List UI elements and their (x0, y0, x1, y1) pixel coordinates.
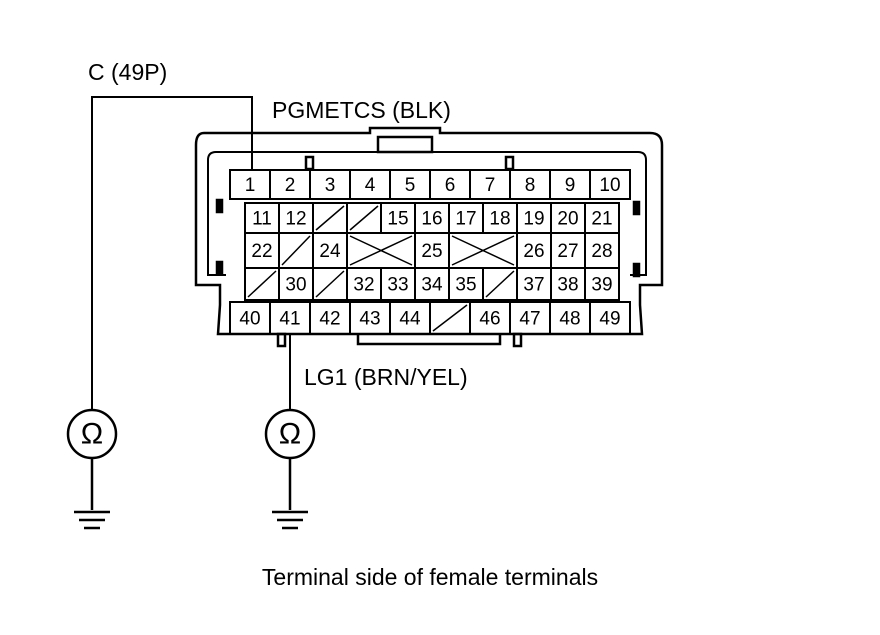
terminal-number: 21 (591, 209, 612, 230)
unused-cavity-slash (315, 205, 345, 231)
terminal-number: 22 (251, 241, 272, 262)
housing-side-tab-2 (215, 260, 224, 276)
ohmmeter-right: Ω (264, 408, 316, 460)
unused-cavity-cross (451, 235, 515, 266)
ohm-symbol-right: Ω (279, 418, 301, 451)
terminal-number: 9 (565, 175, 576, 196)
ohm-symbol-left: Ω (81, 418, 103, 451)
terminal-number: 25 (421, 241, 442, 262)
terminal-number: 26 (523, 241, 544, 262)
terminal-number: 7 (485, 175, 496, 196)
terminal-number: 24 (319, 241, 341, 262)
terminal-number: 38 (557, 275, 578, 296)
housing-inner (207, 151, 647, 276)
wire-c49p (91, 96, 253, 410)
unused-cavity-slash (315, 270, 345, 298)
terminal-number: 27 (557, 241, 578, 262)
terminal-cavity-39 (584, 267, 620, 301)
caption: Terminal side of female terminals (262, 564, 598, 590)
terminal-number: 11 (252, 209, 272, 230)
ground-left (74, 458, 110, 530)
terminal-number: 16 (421, 209, 442, 230)
terminal-number: 35 (455, 275, 476, 296)
wires (91, 96, 291, 410)
terminal-number: 3 (325, 175, 336, 196)
housing-side-tab-4 (632, 262, 641, 278)
ohmmeter-left: Ω (66, 408, 118, 460)
terminal-number: 20 (557, 209, 578, 230)
terminal-number: 46 (479, 309, 500, 330)
terminal-cavity-10 (589, 169, 631, 200)
connector-housing (194, 126, 664, 348)
unused-cavity-slash (432, 304, 468, 332)
terminal-number: 2 (285, 175, 296, 196)
housing-latch-top (376, 135, 434, 154)
terminal-number: 41 (279, 309, 300, 330)
terminal-number: 12 (285, 209, 306, 230)
terminal-number: 6 (445, 175, 456, 196)
housing-key-top-left (304, 155, 315, 171)
terminal-number: 43 (359, 309, 380, 330)
terminal-number: 47 (519, 309, 540, 330)
terminal-number: 40 (239, 309, 260, 330)
terminal-number: 4 (365, 175, 376, 196)
terminal-number: 39 (591, 275, 612, 296)
unused-cavity-slash (349, 205, 379, 231)
housing-key-top-right (504, 155, 515, 171)
housing-key-bottom-left (276, 332, 287, 348)
unused-cavity-slash (247, 270, 277, 298)
terminal-number: 33 (387, 275, 408, 296)
unused-cavity-slash (281, 235, 311, 266)
terminal-number: 48 (559, 309, 580, 330)
connector-pgm-label: PGMETCS (BLK) (272, 97, 451, 123)
terminal-cavity-49 (589, 301, 631, 335)
terminal-number: 10 (599, 175, 620, 196)
unused-cavity-cross (349, 235, 413, 266)
housing-side-tab-1 (215, 198, 224, 214)
terminal-number: 8 (525, 175, 536, 196)
housing-latch-bottom (356, 334, 502, 346)
terminal-number: 17 (455, 209, 476, 230)
housing-outer (194, 126, 664, 336)
terminal-number: 19 (523, 209, 544, 230)
terminal-number: 49 (599, 309, 620, 330)
terminal-number: 37 (523, 275, 544, 296)
terminal-number: 28 (591, 241, 612, 262)
housing-side-tab-3 (632, 200, 641, 216)
housing-key-bottom-right (512, 332, 523, 348)
terminal-number: 34 (421, 275, 443, 296)
terminal-number: 30 (285, 275, 306, 296)
ground-right (272, 458, 308, 530)
terminal-number: 1 (245, 175, 256, 196)
connector-c-label: C (49P) (88, 59, 167, 85)
terminal-number: 44 (399, 309, 421, 330)
terminal-number: 32 (353, 275, 374, 296)
terminal-number: 42 (319, 309, 340, 330)
wire-lg1-label: LG1 (BRN/YEL) (304, 364, 468, 390)
terminal-number: 18 (489, 209, 510, 230)
terminal-number: 5 (405, 175, 416, 196)
unused-cavity-slash (485, 270, 515, 298)
terminal-number: 15 (387, 209, 408, 230)
